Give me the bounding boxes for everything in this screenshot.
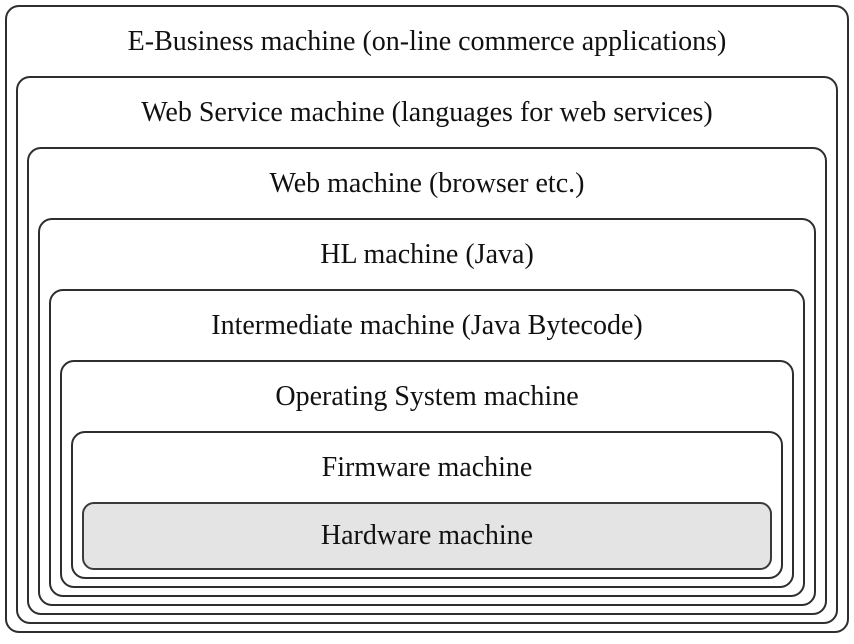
layer-label-os: Operating System machine	[275, 380, 579, 412]
layer-label-hl: HL machine (Java)	[320, 238, 534, 270]
layer-label-intermediate: Intermediate machine (Java Bytecode)	[211, 309, 643, 341]
layer-box-web: Web machine (browser etc.) HL machine (J…	[27, 147, 827, 615]
layer-box-intermediate: Intermediate machine (Java Bytecode) Ope…	[49, 289, 805, 597]
layer-label-e-business: E-Business machine (on-line commerce app…	[127, 25, 727, 57]
layer-label-hardware: Hardware machine	[320, 520, 534, 551]
layer-box-hl: HL machine (Java) Intermediate machine (…	[38, 218, 816, 606]
layer-box-hardware: Hardware machine	[82, 502, 772, 570]
layer-box-firmware: Firmware machine Hardware machine	[71, 431, 783, 579]
layer-box-os: Operating System machine Firmware machin…	[60, 360, 794, 588]
layer-label-firmware: Firmware machine	[321, 451, 533, 483]
layer-box-web-service: Web Service machine (languages for web s…	[16, 76, 838, 624]
layer-label-web-service: Web Service machine (languages for web s…	[141, 96, 713, 128]
layer-label-web: Web machine (browser etc.)	[269, 167, 585, 199]
layer-box-e-business: E-Business machine (on-line commerce app…	[5, 5, 849, 633]
